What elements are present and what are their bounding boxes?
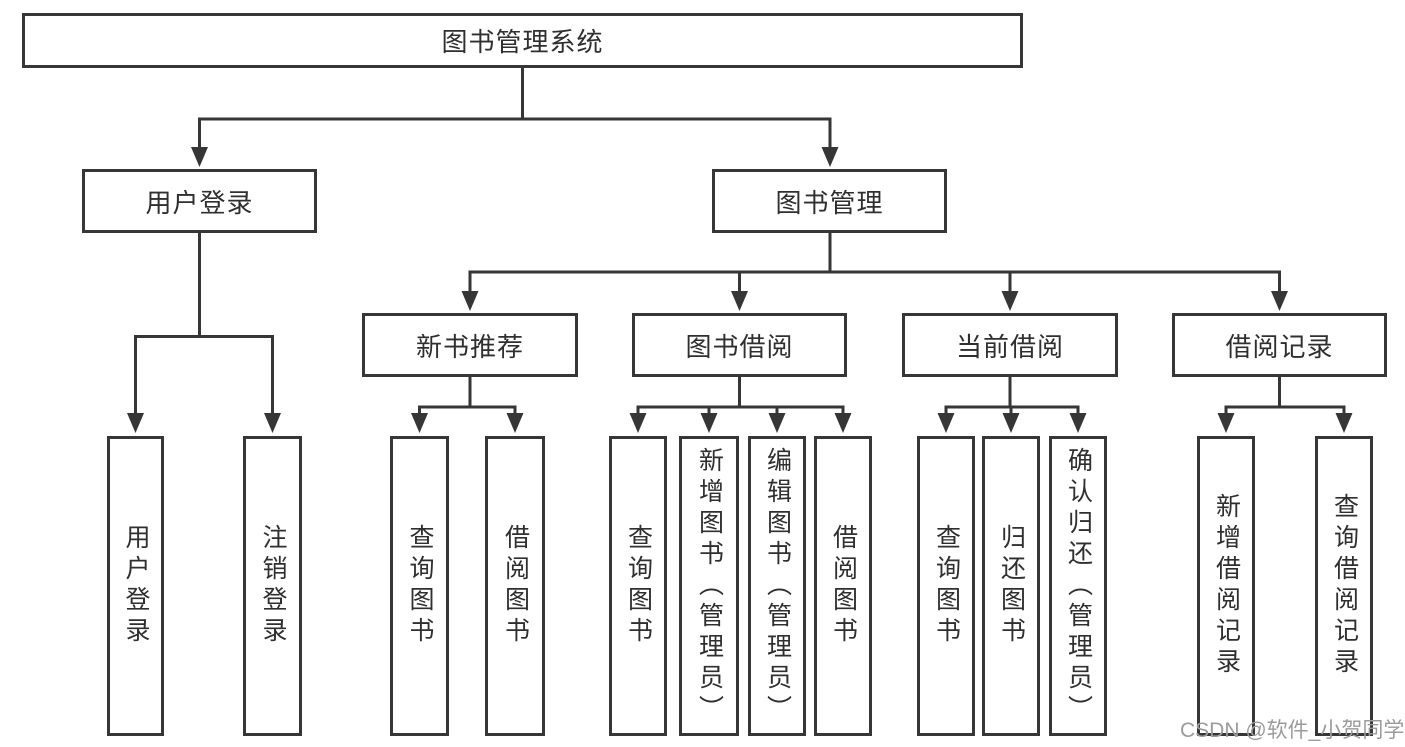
node-label: 图书管理系统: [441, 27, 604, 57]
node-label: 新书推荐: [415, 331, 524, 362]
leaf-user-login: 用户登录: [107, 436, 164, 736]
leaf-borrow-books-recommend: 借阅图书: [485, 436, 545, 736]
node-borrowing-records: 借阅记录: [1172, 313, 1387, 377]
leaf-add-books-admin: 新增图书（管理员）: [679, 436, 739, 736]
leaf-query-books-borrowing: 查询图书: [609, 436, 667, 736]
node-label: 新增图书（管理员）: [695, 446, 724, 726]
leaf-query-borrow-record: 查询借阅记录: [1315, 436, 1373, 736]
node-book-management: 图书管理: [712, 169, 947, 233]
leaf-add-borrow-record: 新增借阅记录: [1197, 436, 1255, 736]
node-label: 确认归还（管理员）: [1064, 446, 1093, 726]
watermark: CSDN @软件_小贺同学: [1180, 719, 1405, 742]
node-current-borrowing: 当前借阅: [902, 313, 1118, 377]
node-label: 图书借阅: [685, 331, 794, 362]
arrowheads: [127, 147, 1353, 433]
node-label: 查询图书: [624, 524, 653, 648]
leaf-return-books: 归还图书: [982, 436, 1040, 736]
node-label: 注销登录: [259, 524, 287, 648]
leaf-edit-books-admin: 编辑图书（管理员）: [748, 436, 806, 736]
node-label: 查询借阅记录: [1330, 493, 1359, 679]
node-label: 借阅图书: [501, 524, 530, 648]
leaf-query-books-current: 查询图书: [917, 436, 975, 736]
node-label: 编辑图书（管理员）: [763, 446, 792, 726]
leaf-confirm-return-admin: 确认归还（管理员）: [1049, 436, 1107, 736]
node-label: 图书管理: [775, 187, 884, 218]
node-label: 当前借阅: [955, 331, 1064, 362]
node-label: 借阅图书: [829, 524, 858, 648]
node-book-borrowing: 图书借阅: [632, 313, 847, 377]
leaf-borrow-books-borrowing: 借阅图书: [814, 436, 872, 736]
node-label: 查询图书: [406, 524, 434, 648]
leaf-logout-login: 注销登录: [243, 436, 302, 736]
node-label: 用户登录: [122, 524, 150, 648]
leaf-query-books-recommend: 查询图书: [390, 436, 449, 736]
node-library-system: 图书管理系统: [22, 13, 1023, 68]
node-label: 查询图书: [932, 524, 961, 648]
node-new-book-recommend: 新书推荐: [362, 313, 578, 377]
node-label: 借阅记录: [1225, 331, 1334, 362]
node-user-login: 用户登录: [82, 169, 317, 233]
node-label: 归还图书: [997, 524, 1026, 648]
node-label: 新增借阅记录: [1212, 493, 1241, 679]
node-label: 用户登录: [145, 187, 254, 218]
